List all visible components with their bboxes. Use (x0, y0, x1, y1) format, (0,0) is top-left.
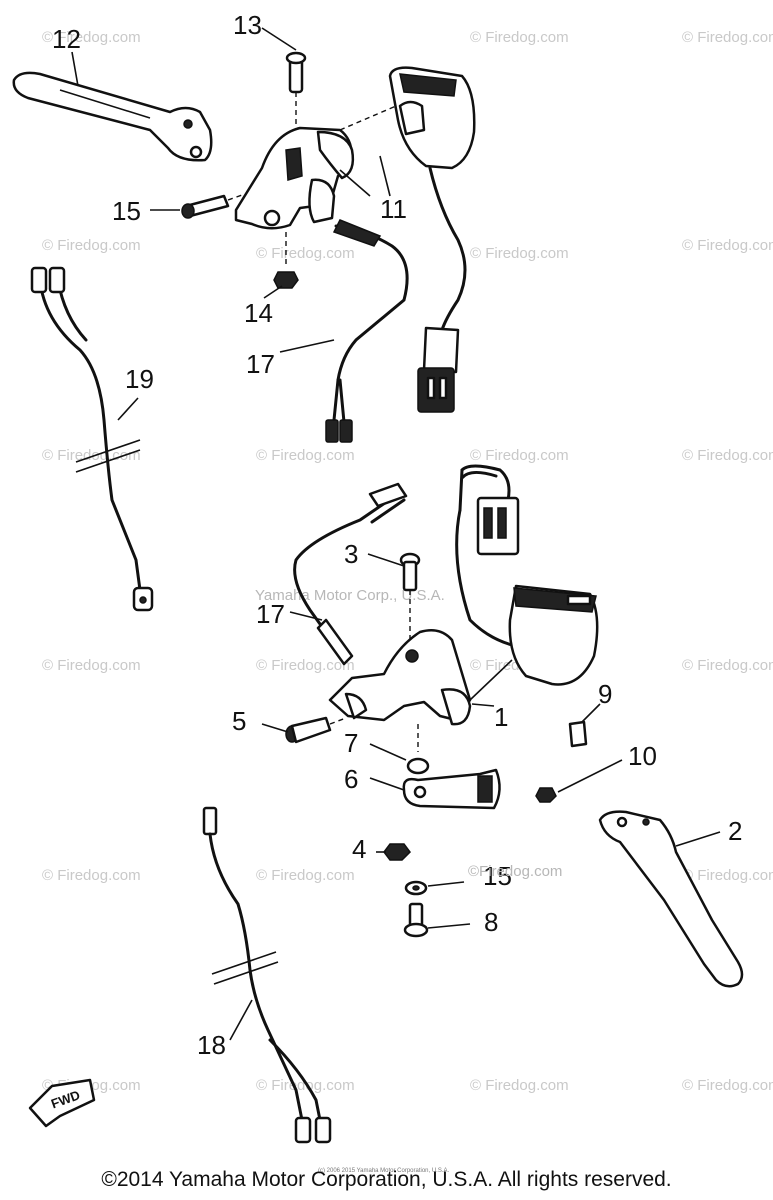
leader-lines (71, 27, 721, 1041)
screw-8 (403, 902, 429, 938)
callouts: 12 13 15 11 14 17 19 3 17 1 5 7 6 9 10 2… (52, 10, 742, 1060)
nut-14 (273, 232, 299, 289)
callout-18: 18 (197, 1030, 226, 1060)
fwd-arrow-icon: FWD (28, 1078, 96, 1128)
bolt-5 (285, 716, 347, 744)
perch-bracket-top (234, 126, 355, 230)
watermark: © Firedog.com (42, 657, 141, 674)
cable-18 (202, 806, 332, 1144)
switch-11 (339, 66, 476, 413)
connector-harness (455, 464, 520, 648)
watermark: © Firedog.com (682, 29, 773, 46)
callout-6: 6 (344, 764, 358, 794)
copyright-notice: ©2014 Yamaha Motor Corporation, U.S.A. A… (101, 1168, 672, 1191)
bolt-3 (399, 552, 421, 640)
lever-2 (598, 810, 744, 988)
callout-8: 8 (484, 907, 498, 937)
callout-3: 3 (344, 539, 358, 569)
perch-bracket-1 (328, 584, 599, 726)
callout-7: 7 (344, 728, 358, 758)
nut-10 (535, 787, 557, 803)
callout-10: 10 (628, 741, 657, 771)
callout-4: 4 (352, 834, 366, 864)
wire-17-bottom (293, 482, 408, 666)
watermark: © Firedog.com (256, 1077, 355, 1094)
watermark: © Firedog.com (42, 867, 141, 884)
callout-15: 15 (483, 861, 512, 891)
callout-15: 15 (112, 196, 141, 226)
callout-19: 19 (125, 364, 154, 394)
watermark: © Firedog.com (682, 237, 773, 254)
wire-17-top (325, 219, 409, 443)
watermark: © Firedog.com (470, 1077, 569, 1094)
watermark: © Firedog.com (682, 867, 773, 884)
lever-12 (12, 71, 213, 162)
watermark: © Firedog.com (42, 447, 141, 464)
callout-11: 11 (380, 194, 407, 224)
nut-7 (406, 724, 430, 775)
cable-19 (30, 266, 154, 612)
callout-2: 2 (728, 816, 742, 846)
watermark: © Firedog.com (470, 447, 569, 464)
callout-17: 17 (246, 349, 275, 379)
callout-1: 1 (494, 702, 508, 732)
callout-12: 12 (52, 24, 81, 54)
plate-6 (402, 768, 501, 810)
nut-4 (383, 843, 411, 861)
watermark: © Firedog.com (256, 867, 355, 884)
watermark: © Firedog.com (682, 447, 773, 464)
bolt-15-top (181, 193, 246, 219)
watermark: © Firedog.com (682, 657, 773, 674)
watermark: © Firedog.com (682, 1077, 773, 1094)
watermark: © Firedog.com (42, 237, 141, 254)
tiny-copyright: (c) 2006 2015 Yamaha Motor Corporation, … (318, 1168, 450, 1174)
bushing-9 (568, 720, 588, 748)
watermark-inline: ©Firedog.com (468, 863, 562, 880)
watermark: © Firedog.com (42, 29, 141, 46)
callout-13: 13 (233, 10, 262, 40)
watermark: © Firedog.com (470, 29, 569, 46)
callout-14: 14 (244, 298, 273, 328)
watermark: © Firedog.com (256, 245, 355, 262)
callout-9: 9 (598, 679, 612, 709)
watermark-layer: © Firedog.com © Firedog.com © Firedog.co… (42, 29, 773, 1094)
watermark: © Firedog.com (470, 245, 569, 262)
washer-15-bottom (404, 880, 428, 896)
callout-17: 17 (256, 599, 285, 629)
callout-5: 5 (232, 706, 246, 736)
watermark: © Firedog.com (256, 447, 355, 464)
watermark: © Firedog.com (256, 657, 355, 674)
